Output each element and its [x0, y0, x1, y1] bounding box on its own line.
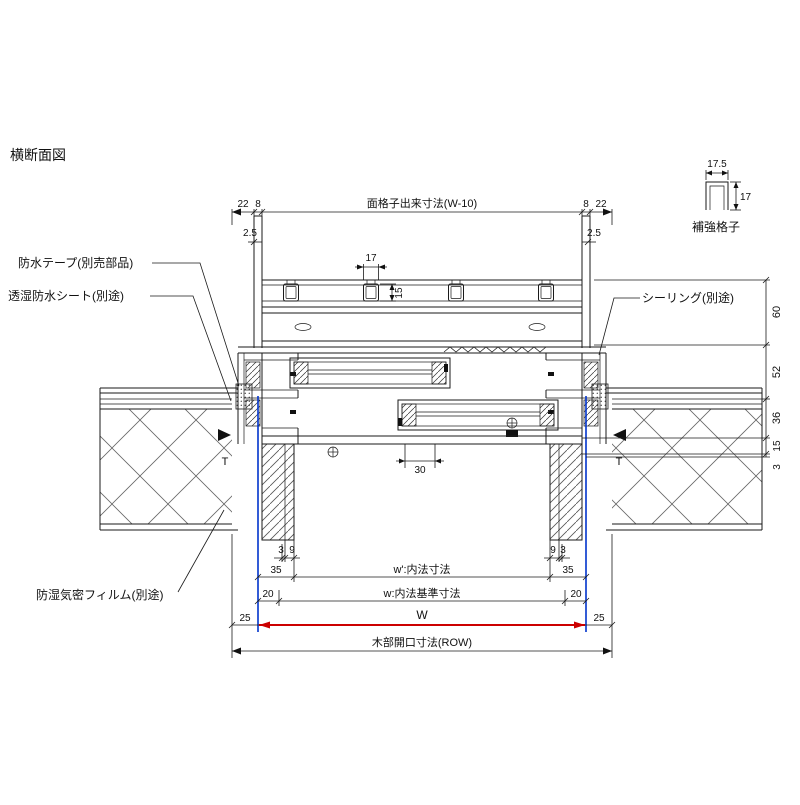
callout-sealing: シーリング(別途)	[598, 290, 734, 356]
triangle-mark-left	[218, 429, 231, 441]
callout-breathable-sheet-label: 透湿防水シート(別途)	[8, 288, 124, 303]
callout-moisture-film: 防湿気密フィルム(別途)	[36, 509, 225, 602]
detail-label: 補強格子	[692, 219, 740, 234]
dim-30-value: 30	[414, 465, 426, 476]
inner-sash	[397, 399, 559, 437]
wall-left	[99, 387, 238, 531]
callout-waterproof-tape-label: 防水テープ(別売部品)	[18, 255, 133, 270]
dim-bar-height: 15	[380, 283, 405, 302]
reinforcement-detail: 17.5 17 補強格子	[692, 159, 752, 234]
w-arrow-left	[259, 621, 270, 629]
grille-assembly: 17 15	[253, 215, 591, 348]
casing-left	[261, 443, 295, 541]
dim-grille-width-label: 面格子出来寸法(W-10)	[367, 196, 477, 210]
dim-3-left: 3	[278, 545, 284, 556]
dim-w-label: W	[416, 608, 428, 622]
dim-8-right: 8	[583, 199, 589, 210]
dim-9-left: 9	[289, 545, 295, 556]
dim-25-left: 25	[239, 613, 251, 624]
dim-w-red	[259, 621, 585, 629]
casing-right	[549, 443, 583, 541]
callout-sealing-label: シーリング(別途)	[642, 290, 734, 305]
wall-right	[606, 387, 763, 531]
dim-right-chain: 60 52 36 15 3	[582, 276, 783, 470]
t-mark-left: T	[222, 456, 229, 468]
dim-9-right: 9	[550, 545, 556, 556]
frame-jamb-left	[237, 353, 299, 444]
dim-20-left: 20	[262, 589, 274, 600]
dim-3-right-chain: 3	[772, 464, 783, 470]
grille-bars	[283, 280, 554, 302]
w-arrow-right	[574, 621, 585, 629]
t-mark-right: T	[616, 456, 623, 468]
dim-25-right: 25	[593, 613, 605, 624]
dim-15: 15	[772, 440, 783, 452]
dim-3-right: 3	[560, 545, 566, 556]
frame-jamb-right	[545, 353, 607, 444]
callout-moisture-film-label: 防湿気密フィルム(別途)	[36, 587, 164, 602]
dim-22-left: 22	[237, 199, 249, 210]
dim-30: 30	[396, 444, 444, 476]
detail-height-dim: 17	[740, 192, 752, 203]
dim-22-right: 22	[595, 199, 607, 210]
screw-symbol-1	[327, 446, 339, 458]
dim-bottom-chains: 3 9 9 3 35 w':内法寸法 35 20 w:内法基準寸法 20 25 …	[228, 534, 616, 658]
dim-bar-width: 17	[355, 253, 387, 280]
screw-symbol-2	[506, 417, 518, 429]
dim-w-prime-label: w':内法寸法	[392, 562, 450, 576]
screen-mesh-zigzag	[443, 346, 547, 353]
dim-2_5-right: 2.5	[587, 228, 601, 239]
callout-waterproof-tape: 防水テープ(別売部品)	[18, 255, 240, 387]
callout-breathable-sheet: 透湿防水シート(別途)	[8, 288, 232, 402]
dim-60: 60	[771, 306, 783, 318]
detail-width-dim: 17.5	[707, 159, 727, 170]
frame-sill	[262, 435, 582, 445]
dim-top-chain: 22 8 面格子出来寸法(W-10) 8 22 2.5 2.5	[231, 196, 613, 246]
dim-bar-width-value: 17	[365, 253, 377, 264]
page-title: 横断面図	[10, 147, 66, 163]
dim-row-label: 木部開口寸法(ROW)	[372, 635, 472, 649]
outer-sash	[289, 357, 451, 389]
frame-head	[238, 346, 606, 354]
dim-52: 52	[771, 366, 783, 378]
dim-36: 36	[771, 412, 783, 424]
sash-lock	[506, 430, 518, 437]
dim-2_5-left: 2.5	[243, 228, 257, 239]
dim-35-right: 35	[562, 565, 574, 576]
dim-20-right: 20	[570, 589, 582, 600]
dim-8-left: 8	[255, 199, 261, 210]
dim-w-base-label: w:内法基準寸法	[383, 586, 461, 600]
dim-35-left: 35	[270, 565, 282, 576]
dim-bar-height-value: 15	[394, 287, 405, 299]
